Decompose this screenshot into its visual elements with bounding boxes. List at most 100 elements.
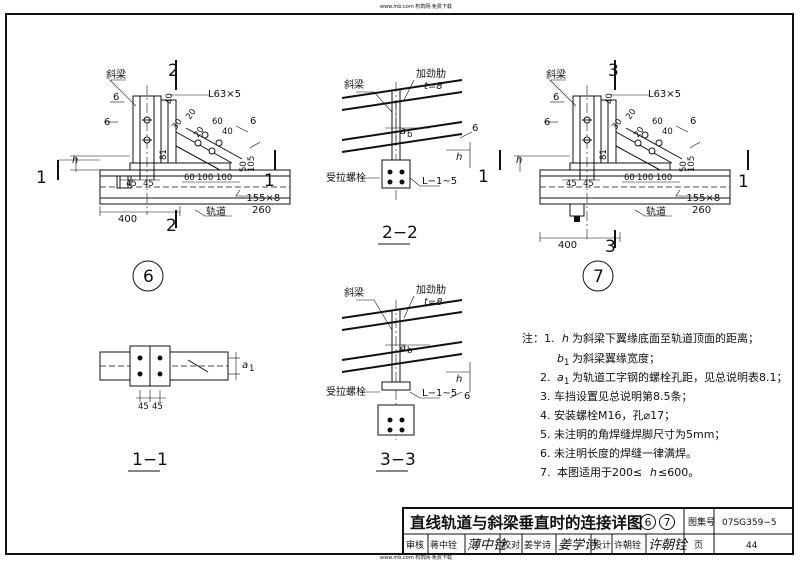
note-head: 注：1. xyxy=(522,331,555,345)
base-plate xyxy=(129,162,231,171)
d7-section-right: 1 xyxy=(738,172,749,192)
general-notes: 注：1. h 为斜梁下翼缘底面至轨道顶面的距离； b 1 为斜梁翼缘宽度； 2.… xyxy=(522,331,788,479)
note-7-symbol: h xyxy=(650,466,657,479)
s33-label-bolt: 受拉螺栓 xyxy=(326,385,366,398)
note-7-num: 7. xyxy=(540,466,551,479)
d6-dim-45a: 45 xyxy=(126,179,137,189)
d6-label-L: L63×5 xyxy=(208,89,241,100)
d7-dim-h: h xyxy=(516,155,522,166)
d6-label-beam: 斜梁 xyxy=(106,68,126,81)
note-2-sub: 1 xyxy=(564,377,569,387)
d7-label-40: 40 xyxy=(605,93,615,104)
d7-label-rail: 轨道 xyxy=(646,205,666,218)
d6-dim-h: h xyxy=(72,155,78,166)
s33-label-t: t=8 xyxy=(424,297,443,308)
d6-dim-45b: 45 xyxy=(143,179,154,189)
note-1a: 为斜梁下翼缘底面至轨道顶面的距离； xyxy=(572,331,759,345)
d7-dim-400: 400 xyxy=(558,240,577,251)
checker-name: 姜学诗 xyxy=(524,539,551,551)
d6-label-40: 40 xyxy=(165,93,175,104)
d6-plate: −155×8 xyxy=(238,193,280,204)
check-label: 校对 xyxy=(502,539,520,551)
s33-label-h: h xyxy=(456,374,462,385)
d7-section-top: 3 xyxy=(608,61,619,81)
s22-label-6: 6 xyxy=(472,123,478,134)
d7-dim-45b: 45 xyxy=(583,179,594,189)
sheet-border xyxy=(5,13,794,555)
d7-dim-20a: 20 xyxy=(624,107,638,122)
d7-dim-105: 105 xyxy=(687,156,697,172)
d6-detail-circle xyxy=(132,260,164,292)
d6-section-left: 1 xyxy=(36,168,47,188)
d6-dim-40b: 40 xyxy=(222,127,233,137)
page-label: 页 xyxy=(694,540,703,551)
note-1b: 为斜梁翼缘宽度； xyxy=(572,351,660,365)
note-1b-sub: 1 xyxy=(564,358,569,368)
note-1b-symbol: b xyxy=(557,352,564,365)
d7-detail-number: 7 xyxy=(593,267,604,287)
d7-section-bottom: 3 xyxy=(605,237,616,257)
d7-dim-60: 60 xyxy=(652,117,663,127)
watermark-top: www.mb.com 构筑网·免费下载 xyxy=(380,3,452,10)
d6-dim-30: 30 xyxy=(170,117,184,132)
s22-title: 2−2 xyxy=(382,223,418,243)
d6-detail-number: 6 xyxy=(143,267,154,287)
d7-plate: −155×8 xyxy=(678,193,720,204)
checker-signature: 姜学诗 xyxy=(558,537,599,553)
drawing-title-n2: 7 xyxy=(664,516,671,529)
d7-dim-60b: 60 xyxy=(624,173,635,183)
d6-dim-100a: 100 xyxy=(197,173,213,183)
d7-dim-100a: 100 xyxy=(637,173,653,183)
d6-dim-260: 260 xyxy=(252,205,271,216)
d6-dim-20a: 20 xyxy=(184,107,198,122)
d7-dim-40b: 40 xyxy=(662,127,673,137)
s11-dim-45a: 45 xyxy=(138,402,149,412)
d6-dim-50: 50 xyxy=(239,161,249,172)
d6-dim-60b: 60 xyxy=(184,173,195,183)
d6-label-6b: 6 xyxy=(250,116,256,127)
section-2-2: 斜梁 加劲肋 t=8 a b 6 h 受拉螺栓 L−1∼5 2−2 xyxy=(326,67,478,245)
drawing-title-n1: 6 xyxy=(645,516,652,529)
s11-dim-45b: 45 xyxy=(152,402,163,412)
note-2-num: 2. xyxy=(540,371,551,384)
note-3: 3. 车挡设置见总说明第8.5条； xyxy=(540,389,693,403)
d6-label-6: 6 xyxy=(113,92,119,103)
d7-section-left: 1 xyxy=(478,167,489,187)
note-1a-symbol: h xyxy=(562,332,569,345)
d6-dim-100b: 100 xyxy=(216,173,232,183)
s22-label-a-sub: b xyxy=(407,130,412,140)
note-2: 为轨道工字钢的螺栓孔距，见总说明表8.1； xyxy=(572,370,788,384)
title-block: 直线轨道与斜梁垂直时的连接详图 6 7 图集号 07SG359−5 审核 蒋中铨… xyxy=(402,507,794,555)
d7-detail-circle xyxy=(582,260,614,292)
s11-dim-a: a xyxy=(242,360,248,371)
note-5: 5. 未注明的角焊缝焊脚尺寸为5mm； xyxy=(540,427,725,441)
d6-dim-400: 400 xyxy=(118,214,137,225)
d7-label-6: 6 xyxy=(553,92,559,103)
diagonal-brace xyxy=(615,127,683,171)
design-label: 设计 xyxy=(593,539,611,551)
note-2-symbol: a xyxy=(557,371,564,384)
note-7-b: ≤600。 xyxy=(658,466,699,479)
angle-L63 xyxy=(160,99,177,164)
review-label: 审核 xyxy=(406,539,424,551)
s22-label-a: a xyxy=(400,126,406,137)
d7-dim-260: 260 xyxy=(692,205,711,216)
note-7-a: 本图适用于200≤ xyxy=(557,465,642,479)
rail-bolts xyxy=(569,163,595,222)
d7-dim-100b: 100 xyxy=(656,173,672,183)
page-number: 44 xyxy=(746,541,758,551)
d7-dim-30: 30 xyxy=(610,117,624,132)
d7-label-6b: 6 xyxy=(690,116,696,127)
s33-title: 3−3 xyxy=(380,450,416,470)
angle-L63 xyxy=(600,99,617,164)
d7-dim-50: 50 xyxy=(679,161,689,172)
s33-label-rib: 加劲肋 xyxy=(416,283,446,296)
d6-dim-81: 81 xyxy=(159,149,169,160)
d6-dim-105: 105 xyxy=(247,156,257,172)
d7-dim-81: 81 xyxy=(599,149,609,160)
atlas-label: 图集号 xyxy=(688,516,715,528)
s33-label-a: a xyxy=(400,342,406,353)
d6-label-rail: 轨道 xyxy=(206,205,226,218)
d6-label-6a: 6 xyxy=(104,117,110,128)
